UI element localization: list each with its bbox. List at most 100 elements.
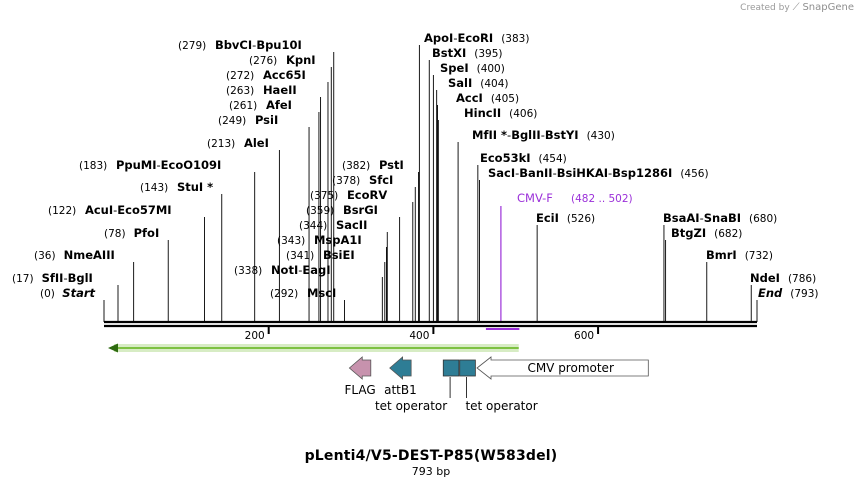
site-375: (375)EcoRV	[310, 188, 387, 202]
site-249: (249)PsiI	[218, 113, 278, 127]
enzyme-end: End	[758, 286, 783, 300]
orf-arrowhead-icon	[108, 343, 118, 353]
site-430: MfII * - BglII - BstYI(430)	[472, 128, 615, 142]
site-position: (793)	[790, 288, 818, 300]
cut-site-lines	[103, 45, 758, 322]
site-404: SalI(404)	[448, 76, 509, 90]
enzyme-bbvci: BbvCI	[215, 38, 252, 52]
site-786: NdeI(786)	[750, 271, 816, 285]
feature-shape	[459, 359, 476, 377]
primer-range: (482 .. 502)	[571, 193, 633, 205]
site-122: (122)AcuI - Eco57MI	[48, 203, 172, 217]
site-position: (378)	[332, 175, 360, 187]
ruler-label: 400	[409, 330, 429, 342]
site-position: (359)	[306, 205, 334, 217]
site-position: (430)	[587, 130, 615, 142]
site-position: (213)	[207, 138, 235, 150]
enzyme-hincii: HincII	[464, 106, 501, 120]
enzyme-labels: (0)Start(17)SfII - BglI(36)NmeAIII(78)Pf…	[12, 31, 819, 300]
watermark-prefix: Created by	[740, 3, 790, 13]
enzyme-eco53ki: Eco53kI	[480, 151, 531, 165]
feature-label: CMV promoter	[527, 361, 614, 375]
enzyme-afei: AfeI	[266, 98, 292, 112]
primer-name: CMV-F	[517, 191, 553, 205]
enzyme-kpni: KpnI	[286, 53, 316, 67]
enzyme-bmri: BmrI	[706, 248, 737, 262]
enzyme-btgzi: BtgZI	[671, 226, 706, 240]
enzyme-bsrgi: BsrGI	[343, 203, 378, 217]
site-position: (343)	[277, 235, 305, 247]
site-454: Eco53kI(454)	[480, 151, 567, 165]
site-position: (400)	[477, 63, 505, 75]
site-400: SpeI(400)	[440, 61, 505, 75]
site-position: (338)	[234, 265, 262, 277]
site-456: SacI - BanII - BsiHKAI - Bsp1286I(456)	[488, 166, 709, 180]
site-position: (183)	[79, 160, 107, 172]
site-position: (249)	[218, 115, 246, 127]
enzyme-noti: NotI	[271, 263, 298, 277]
site-position: (276)	[249, 55, 277, 67]
feature-shape	[389, 356, 412, 380]
site-position: (456)	[680, 168, 708, 180]
site-position: (341)	[286, 250, 314, 262]
enzyme-banii: BanII	[519, 166, 552, 180]
enzyme-acc65i: Acc65I	[263, 68, 306, 82]
site-680: BsaAI - SnaBI(680)	[663, 211, 777, 225]
label-separator: -	[252, 38, 256, 52]
label-separator: -	[608, 166, 612, 180]
enzyme-msci: MscI	[307, 286, 336, 300]
site-261: (261) AfeI	[229, 98, 292, 112]
site-position: (406)	[509, 108, 537, 120]
site-position: (78)	[104, 228, 126, 240]
feature-cmv-promoter: CMV promoter	[476, 356, 649, 380]
feature-attb1: attB1	[384, 356, 417, 397]
site-position: (0)	[40, 288, 55, 300]
site-395: BstXI (395)	[432, 46, 503, 60]
enzyme-stui: StuI *	[177, 180, 213, 194]
watermark-brand: SnapGene	[802, 2, 854, 13]
feature-tet-operator: tet operator	[459, 359, 538, 413]
feature-tet-operator: tet operator	[375, 359, 460, 413]
enzyme-bsaai: BsaAI	[663, 211, 700, 225]
site-793: End (793)	[758, 286, 819, 300]
enzyme-psti: PstI	[379, 158, 404, 172]
enzyme-bglii: BglII	[511, 128, 541, 142]
enzyme-mspa1i: MspA1I	[314, 233, 362, 247]
label-separator: -	[453, 31, 457, 45]
site-position: (36)	[34, 250, 56, 262]
feature-label: FLAG	[345, 383, 376, 397]
site-682: BtgZI(682)	[671, 226, 742, 240]
enzyme-acci: AccI	[456, 91, 483, 105]
site-359: (359) BsrGI	[306, 203, 378, 217]
plasmid-name: pLenti4/V5-DEST-P85(W583del)	[304, 448, 558, 464]
enzyme-ecii: EciI	[536, 211, 559, 225]
site-383: ApoI - EcoRI(383)	[424, 31, 529, 45]
label-separator: -	[507, 128, 511, 142]
site-position: (405)	[491, 93, 519, 105]
site-343: (343) MspA1I	[277, 233, 362, 247]
enzyme-bsihkai: BsiHKAI	[557, 166, 608, 180]
feature-shape	[442, 359, 460, 377]
enzyme-eagi: EagI	[302, 263, 330, 277]
site-36: (36)NmeAIII	[34, 248, 115, 262]
site-position: (261)	[229, 100, 257, 112]
site-position: (732)	[745, 250, 773, 262]
orf-arrow	[108, 343, 519, 353]
enzyme-ecoo109i: EcoO109I	[161, 158, 222, 172]
site-143: (143)StuI *	[140, 180, 213, 194]
enzyme-saci: SacI	[488, 166, 515, 180]
site-405: AccI (405)	[456, 91, 519, 105]
site-position: (279)	[178, 40, 206, 52]
site-276: (276) KpnI	[249, 53, 316, 67]
feature-shape	[348, 356, 372, 380]
site-position: (292)	[270, 288, 298, 300]
site-0: (0)Start	[40, 286, 96, 300]
enzyme-bgli: BglI	[68, 271, 93, 285]
enzyme-bstxi: BstXI	[432, 46, 466, 60]
site-position: (404)	[480, 78, 508, 90]
site-position: (395)	[474, 48, 502, 60]
site-292: (292) MscI	[270, 286, 336, 300]
enzyme-haeii: HaeII	[263, 83, 297, 97]
